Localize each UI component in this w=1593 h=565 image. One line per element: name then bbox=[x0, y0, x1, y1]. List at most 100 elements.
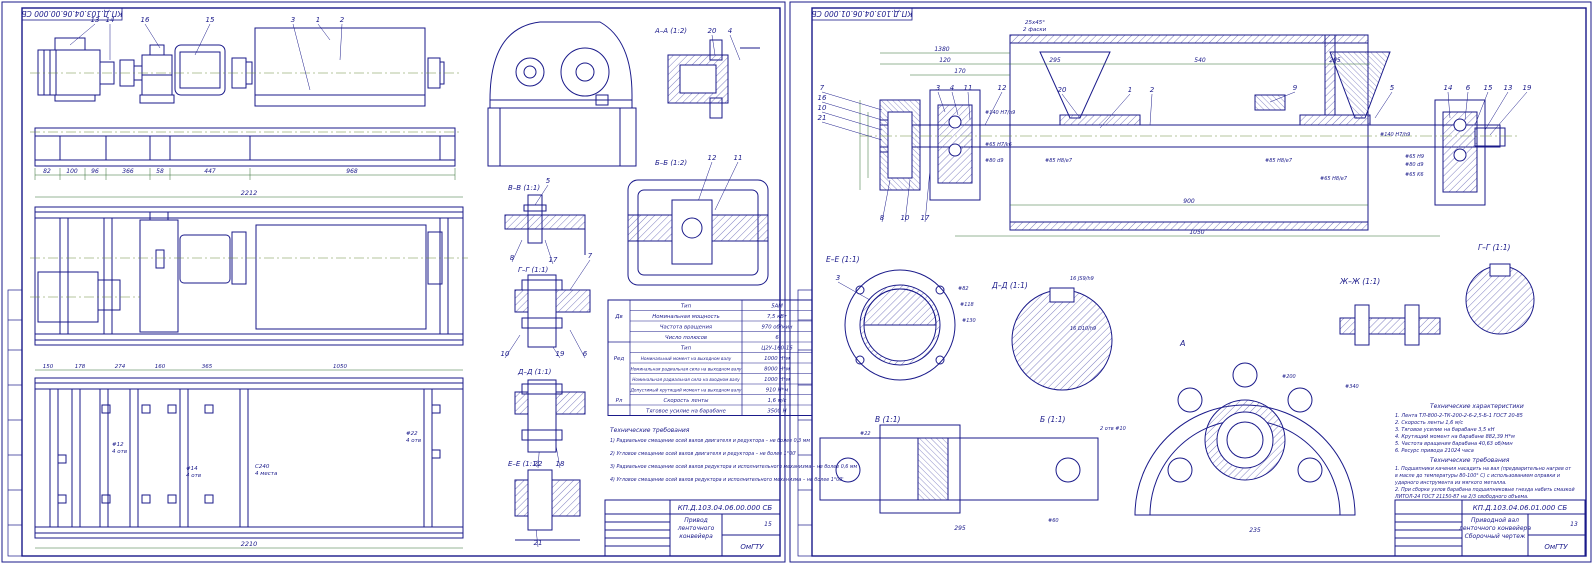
sheet1-front-axis bbox=[30, 72, 462, 133]
leader-line-11 bbox=[504, 334, 521, 359]
sheet2-drum-assembly bbox=[879, 34, 1506, 231]
dim-d22: #22 bbox=[860, 431, 871, 437]
req-line-3: 2. При сборке узлов барабана подшипников… bbox=[1395, 487, 1575, 493]
part-label-s2-17: 19 bbox=[1523, 84, 1532, 92]
leader-line-s2-3 bbox=[821, 121, 883, 141]
part-label-17: 12 bbox=[708, 154, 717, 162]
sheet1-section-dd bbox=[514, 379, 586, 453]
char-line-0: 1. Лента ТЛ-800-2-ТК-200-2-6-2,5-Б-1 ГОС… bbox=[1395, 413, 1523, 419]
sheet1-section-bb bbox=[627, 179, 769, 286]
fit-85-h8e7-b: #85 H8/e7 bbox=[1265, 158, 1293, 164]
sheet1-section-ee bbox=[514, 469, 581, 541]
fit-80-d9: #80 d9 bbox=[985, 158, 1004, 164]
leader-line-s2-11 bbox=[1269, 91, 1296, 103]
section-s2-v: В (1:1) bbox=[875, 415, 901, 424]
sheet1-view-aa-detail bbox=[667, 39, 760, 119]
sheet1-top-code: КП.Д.103.04.06.00.000 СБ bbox=[21, 9, 122, 18]
dim-58: 58 bbox=[156, 168, 164, 175]
spec-param-2: Частота вращения bbox=[660, 325, 713, 331]
sheet1 bbox=[1, 1, 786, 563]
leader-line-s2-16 bbox=[1484, 91, 1509, 131]
part-label-s2-18: 8 bbox=[880, 214, 885, 222]
fit-65-k6: #65 K6 bbox=[1405, 172, 1424, 178]
dim-d118: #118 bbox=[960, 302, 974, 308]
spec-group-5: Ред bbox=[614, 356, 625, 362]
char-line-5: 6. Ресурс привода 21024 часа bbox=[1395, 448, 1474, 454]
dim-96: 96 bbox=[91, 168, 99, 175]
leader-line-5 bbox=[317, 23, 331, 41]
dim-d12-holes: 4 отв bbox=[112, 449, 127, 455]
sheet1-section-vv bbox=[504, 194, 586, 255]
sheet2-title-line-2: ленточного конвейера bbox=[1458, 525, 1531, 532]
leader-line-20 bbox=[729, 34, 741, 61]
dim-d14-holes: 4 отв bbox=[186, 473, 201, 479]
fit-65-h9: #65 H9 bbox=[1405, 154, 1424, 160]
spec-param-4: Тип bbox=[681, 346, 692, 352]
dim-366: 366 bbox=[122, 168, 134, 175]
sheet2-section-gg bbox=[1465, 263, 1535, 335]
part-label-s2-11: 9 bbox=[1293, 84, 1298, 92]
dim-170: 170 bbox=[954, 68, 966, 75]
part-label-14: 22 bbox=[534, 460, 543, 468]
sheet1-plan-axis bbox=[30, 257, 468, 298]
sheet2-req-title: Технические требования bbox=[1430, 457, 1510, 464]
dim-295-a: 295 bbox=[1049, 57, 1061, 64]
spec-value-5: 1000 Н*м bbox=[764, 356, 790, 362]
dim-c240: С240 bbox=[255, 464, 270, 470]
sheet2-characteristics: 1. Лента ТЛ-800-2-ТК-200-2-6-2,5-Б-1 ГОС… bbox=[1395, 413, 1523, 454]
dim-160: 160 bbox=[155, 364, 166, 370]
dim-2-holes-d10: 2 отв #10 bbox=[1100, 426, 1126, 432]
part-label-2: 16 bbox=[141, 16, 150, 24]
part-label-4: 3 bbox=[291, 16, 295, 24]
section-ee: Е–Е (1:1) bbox=[508, 460, 540, 468]
dim-d22: #22 bbox=[406, 431, 418, 437]
sheet1-title-block bbox=[604, 499, 781, 557]
leader-line-s2-9 bbox=[1099, 93, 1131, 129]
dim-150: 150 bbox=[43, 364, 54, 370]
leader-line-s2-14 bbox=[1464, 91, 1469, 121]
part-label-s2-21: 3 bbox=[836, 274, 840, 282]
part-label-s2-20: 17 bbox=[921, 214, 930, 222]
leader-line-s2-17 bbox=[1489, 91, 1528, 136]
part-label-16: 21 bbox=[534, 539, 543, 547]
dim-540: 540 bbox=[1194, 57, 1206, 64]
part-label-s2-16: 13 bbox=[1504, 84, 1513, 92]
spec-value-1: 7,5 кВт bbox=[767, 314, 788, 320]
section-vv: В–В (1:1) bbox=[508, 184, 540, 192]
part-label-s2-2: 10 bbox=[818, 104, 827, 112]
part-label-s2-1: 16 bbox=[818, 94, 827, 102]
tech-req-line-0: 1) Радиальное смещение осей валов двигат… bbox=[610, 438, 810, 444]
part-label-0: 13 bbox=[91, 16, 100, 24]
dim-447: 447 bbox=[204, 168, 216, 175]
dim-1050: 1050 bbox=[1189, 229, 1204, 236]
section-s2-gg: Г–Г (1:1) bbox=[1478, 243, 1510, 252]
leader-line-s2-19 bbox=[904, 179, 911, 223]
part-label-s2-6: 11 bbox=[964, 84, 973, 92]
leader-line-2 bbox=[144, 23, 161, 49]
spec-param-6: Номинальная радиальная сила на выходном … bbox=[631, 367, 742, 372]
leader-line-6 bbox=[339, 23, 343, 61]
leader-line-8 bbox=[511, 239, 523, 263]
sheet2-char-title: Технические характеристики bbox=[1430, 403, 1524, 410]
dim-d60: #60 bbox=[1048, 518, 1059, 524]
dim-d82: #82 bbox=[958, 286, 969, 292]
tech-req-line-1: 2) Угловое смещение осей валов двигателя… bbox=[610, 451, 797, 457]
leader-line-s2-13 bbox=[1447, 91, 1451, 119]
sheet1-front-dims bbox=[34, 168, 456, 180]
sheet1-title-line-3: конвейера bbox=[679, 533, 713, 540]
sheet2 bbox=[789, 1, 1592, 563]
part-label-s2-8: 20 bbox=[1058, 86, 1067, 94]
part-label-19: 20 bbox=[708, 27, 717, 35]
sheet2-view-a-wheel bbox=[1134, 362, 1356, 516]
char-line-2: 3. Тяговое усилие на барабане 3,5 кН bbox=[1395, 427, 1495, 433]
leader-line-4 bbox=[292, 23, 311, 91]
dim-d14: #14 bbox=[186, 466, 198, 472]
dim-c240-places: 4 места bbox=[255, 471, 278, 477]
spec-param-3: Число полюсов bbox=[665, 335, 707, 341]
spec-value-7: 1000 Н*м bbox=[764, 377, 790, 383]
sheet1-front-view bbox=[34, 27, 456, 167]
spec-param-10: Тяговое усилие на барабане bbox=[646, 409, 726, 415]
sheet2-sheet-number: 13 bbox=[1570, 521, 1578, 528]
